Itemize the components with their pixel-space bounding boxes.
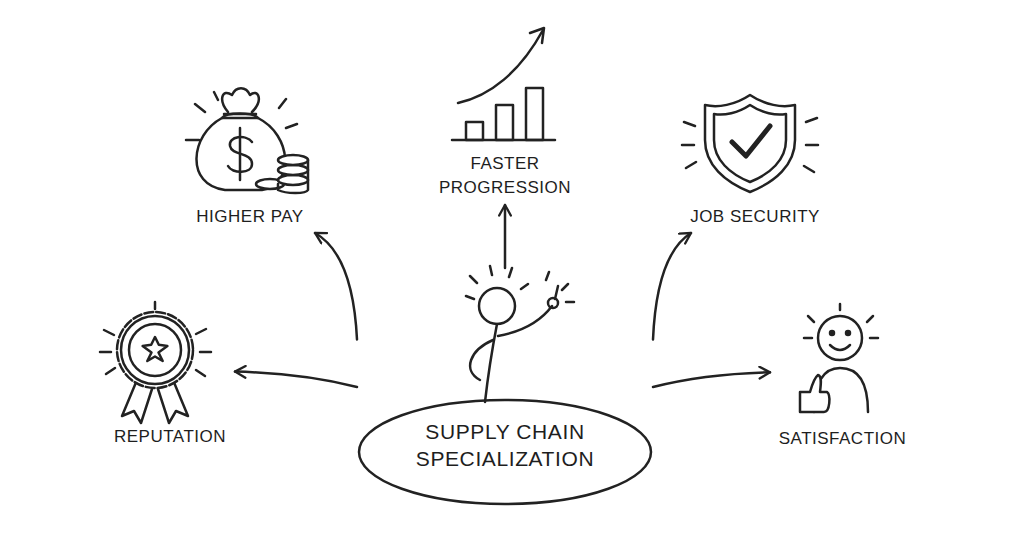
- arrow-connector: [315, 233, 357, 339]
- node-label: SUPPLY CHAIN SPECIALIZATION: [385, 418, 625, 472]
- benefit-node: HIGHER PAY: [185, 80, 315, 233]
- shield-icon: [682, 95, 818, 192]
- award-rosette-icon: [100, 302, 211, 423]
- benefit-node: REPUTATION: [105, 305, 235, 453]
- money-bag-icon: [186, 88, 308, 193]
- node-label: FASTER PROGRESSION: [430, 152, 580, 200]
- benefit-node: JOB SECURITY: [675, 85, 835, 233]
- stick-figure: [466, 266, 574, 402]
- benefit-node: FASTER PROGRESSION: [430, 20, 580, 205]
- arrow-connector: [235, 372, 357, 387]
- node-label: JOB SECURITY: [675, 205, 835, 229]
- node-label: HIGHER PAY: [185, 205, 315, 229]
- ellipse-node: SUPPLY CHAIN SPECIALIZATION: [357, 268, 653, 506]
- node-label: REPUTATION: [105, 425, 235, 449]
- arrow-connector: [504, 205, 507, 268]
- arrow-connector: [653, 372, 770, 387]
- node-label: SATISFACTION: [770, 427, 915, 451]
- growth-chart-icon: [452, 28, 555, 140]
- benefit-node: SATISFACTION: [770, 310, 915, 455]
- arrow-connector: [653, 233, 691, 339]
- satisfied-person-icon: [800, 304, 878, 412]
